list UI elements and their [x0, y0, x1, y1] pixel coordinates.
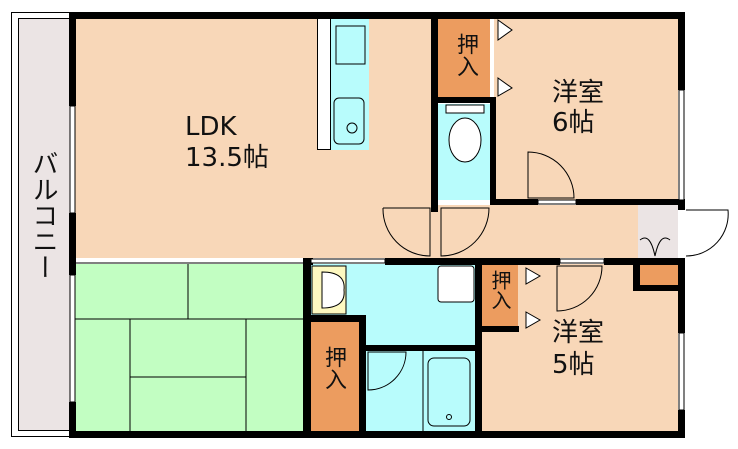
room-western-6 [494, 18, 678, 202]
western-6-label: 洋室 [552, 78, 605, 108]
balcony-label: バルコニー [28, 150, 58, 280]
western-6-size: 6帖 [552, 108, 595, 138]
room-washitsu [75, 264, 303, 432]
closet-bottom-label: 押入 [321, 346, 346, 390]
closet-mid-label: 押入 [488, 270, 512, 310]
balcony-inner [18, 18, 70, 431]
closet-bottom [308, 322, 360, 432]
ldk-label: LDK [185, 112, 237, 142]
closet-top [438, 18, 490, 98]
closet-top-label: 押入 [453, 33, 478, 77]
western-5-size: 5帖 [552, 350, 595, 380]
closet-mid [482, 264, 518, 330]
western-5-label: 洋室 [552, 318, 605, 348]
room-ldk [75, 18, 433, 258]
hallway [433, 205, 638, 258]
entrance [638, 205, 678, 258]
shoe-cabinet [640, 262, 678, 286]
ldk-size: 13.5帖 [185, 143, 269, 173]
